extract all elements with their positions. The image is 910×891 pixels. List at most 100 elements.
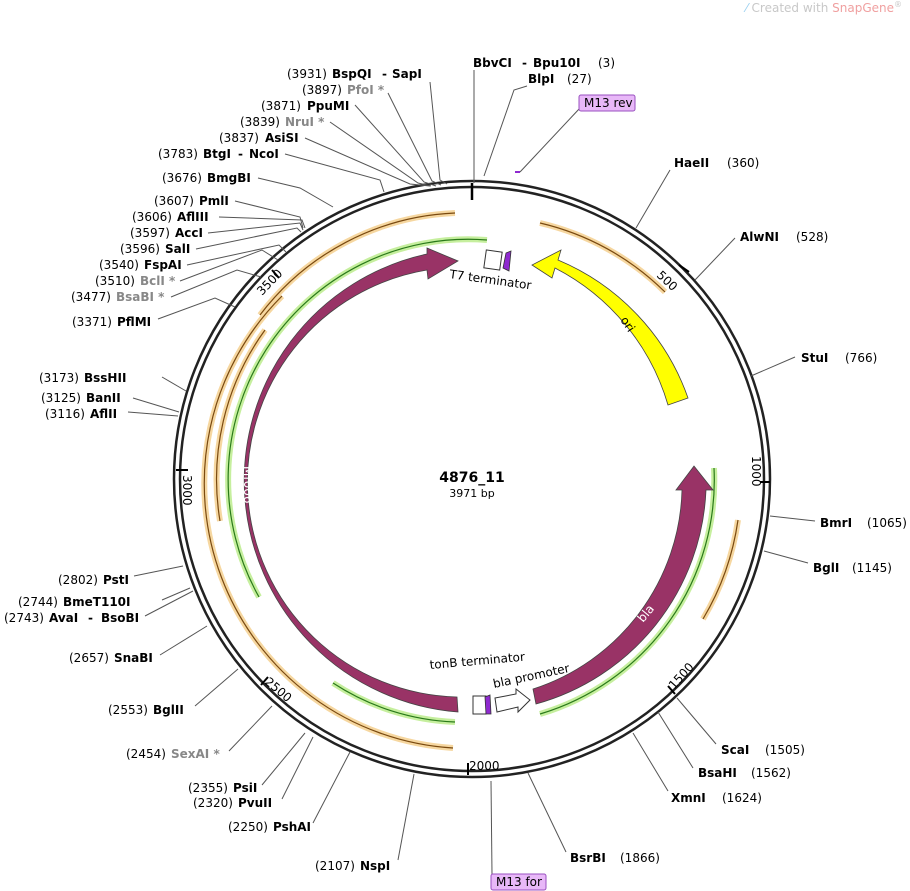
site-blpi[interactable]: BlpI (27) — [483, 72, 592, 177]
map-label-53: (3125) — [41, 391, 81, 405]
map-label-24: PpuMI — [307, 99, 349, 113]
site-alwni[interactable]: AlwNI (528) — [694, 230, 828, 281]
site-pvuii[interactable]: (2320) PvuII — [193, 736, 314, 810]
site-bmet110i[interactable]: (2744) BmeT110I — [18, 587, 191, 609]
map-label-98: (1562) — [751, 766, 791, 780]
map-label-45: (3510) — [95, 274, 135, 288]
map-label-43: (3540) — [99, 258, 139, 272]
site-stui[interactable]: StuI (766) — [750, 351, 877, 377]
site-btgi-ncoi[interactable]: (3783) BtgI - NcoI — [158, 147, 385, 193]
map-label-66: SnaBI — [114, 651, 153, 665]
map-label-41: (3596) — [120, 242, 160, 256]
map-label-19: - — [382, 67, 387, 81]
map-label-59: (2744) — [18, 595, 58, 609]
primer-m13-for[interactable]: M13 for — [490, 780, 547, 891]
tick-1000: 1000 — [749, 456, 770, 487]
map-label-88: (528) — [796, 230, 828, 244]
feature-mf006[interactable]: Mf006 — [241, 247, 459, 713]
site-psti[interactable]: (2802) PstI — [58, 565, 184, 587]
site-xmni[interactable]: XmnI (1624) — [632, 732, 762, 805]
map-label-81: Bpu10I — [533, 56, 580, 70]
tick-label-3000: 3000 — [180, 475, 194, 506]
map-label-80: - — [522, 56, 527, 70]
map-label-79: BbvCI — [473, 56, 512, 70]
map-label-47: (3477) — [71, 290, 111, 304]
primer-m13-rev-label: M13 rev — [584, 96, 633, 110]
site-psii[interactable]: (2355) PsiI — [188, 732, 306, 795]
site-avai-bsobi[interactable]: (2743) AvaI - BsoBI — [4, 590, 194, 625]
site-pflmi[interactable]: (3371) PflMI — [72, 297, 236, 329]
tick-label-1000: 1000 — [749, 456, 763, 487]
site-bmri[interactable]: BmrI (1065) — [769, 515, 907, 530]
map-label-63: - — [88, 611, 93, 625]
feature-mf006-label: Mf006 — [241, 466, 255, 503]
site-bsahi[interactable]: BsaHI (1562) — [657, 711, 791, 780]
map-label-36: PmlI — [199, 194, 229, 208]
map-label-87: AlwNI — [740, 230, 779, 244]
site-bsrbi[interactable]: BsrBI (1866) — [527, 772, 660, 865]
site-pmli[interactable]: (3607) PmlI — [154, 194, 304, 229]
map-label-30: BtgI — [203, 147, 231, 161]
site-nspi[interactable]: (2107) NspI — [315, 773, 415, 873]
site-ppumi[interactable]: (3871) PpuMI — [261, 99, 437, 187]
site-haeii[interactable]: HaeII (360) — [635, 156, 759, 229]
site-bsabi[interactable]: (3477) BsaBI * — [71, 269, 262, 304]
feature-t7-terminator[interactable]: T7 terminator — [448, 249, 533, 293]
gene-arc-right-core — [539, 467, 715, 715]
map-label-57: (2802) — [58, 573, 98, 587]
site-bgli[interactable]: BglI (1145) — [763, 550, 892, 575]
map-label-67: (2553) — [108, 703, 148, 717]
site-nrui[interactable]: (3839) NruI * — [240, 115, 432, 187]
map-label-31: - — [238, 147, 243, 161]
site-bcli[interactable]: (3510) BclI * — [95, 249, 279, 288]
map-label-18: BspQI — [332, 67, 372, 81]
site-acci[interactable]: (3597) AccI — [130, 222, 304, 240]
map-label-82: (3) — [598, 56, 615, 70]
backbone-outer-ring — [172, 179, 772, 779]
site-banii[interactable]: (3125) BanII — [41, 391, 180, 413]
map-label-89: StuI — [801, 351, 828, 365]
map-label-29: (3783) — [158, 147, 198, 161]
site-scai[interactable]: ScaI (1505) — [676, 697, 805, 757]
map-label-70: SexAI * — [171, 747, 220, 761]
watermark-brand: SnapGene — [832, 1, 894, 15]
site-sexai[interactable]: (2454) SexAI * — [126, 705, 273, 761]
primer-m13-rev[interactable]: M13 rev — [515, 94, 636, 173]
map-label-37: (3606) — [132, 210, 172, 224]
orf-arc-ori-core — [539, 222, 666, 293]
map-label-78: NspI — [360, 859, 390, 873]
site-snabi[interactable]: (2657) SnaBI — [69, 625, 208, 665]
site-bmgbi[interactable]: (3676) BmgBI — [162, 171, 334, 208]
feature-t7-label: T7 terminator — [448, 267, 533, 293]
site-fspai[interactable]: (3540) FspAI — [99, 244, 287, 272]
map-label-44: FspAI — [144, 258, 182, 272]
site-sali[interactable]: (3596) SalI — [120, 227, 302, 256]
watermark-prefix: Created with — [751, 1, 833, 15]
tick-1500: 1500 — [666, 660, 697, 695]
map-label-32: NcoI — [249, 147, 279, 161]
restriction-sites: (3931) BspQI - SapI (3897) PfoI * (3871)… — [4, 56, 907, 873]
site-asisi[interactable]: (3837) AsiSI — [219, 131, 431, 187]
map-label-55: (3116) — [45, 407, 85, 421]
site-bbvci-bpu10i[interactable]: BbvCI - Bpu10I (3) — [473, 56, 615, 183]
map-label-69: (2454) — [126, 747, 166, 761]
map-label-40: AccI — [175, 226, 203, 240]
map-label-17: (3931) — [287, 67, 327, 81]
map-label-20: SapI — [392, 67, 422, 81]
site-afliii[interactable]: (3606) AflIII — [132, 210, 306, 229]
site-bsshii[interactable]: (3173) BssHII — [39, 371, 187, 392]
map-label-90: (766) — [845, 351, 877, 365]
site-pshai[interactable]: (2250) PshAI — [228, 751, 351, 834]
site-bglii[interactable]: (2553) BglII — [108, 668, 239, 717]
site-pfoi[interactable]: (3897) PfoI * — [302, 83, 442, 186]
map-label-38: AflIII — [177, 210, 209, 224]
map-label-60: BmeT110I — [63, 595, 131, 609]
map-label-33: (3676) — [162, 171, 202, 185]
map-label-50: PflMI — [117, 315, 151, 329]
site-bspqi-sapi[interactable]: (3931) BspQI - SapI — [287, 67, 448, 185]
orf-arc-left-inner-core — [215, 329, 266, 522]
map-label-68: BglII — [153, 703, 184, 717]
site-aflii[interactable]: (3116) AflII — [45, 407, 179, 421]
map-label-102: (1866) — [620, 851, 660, 865]
